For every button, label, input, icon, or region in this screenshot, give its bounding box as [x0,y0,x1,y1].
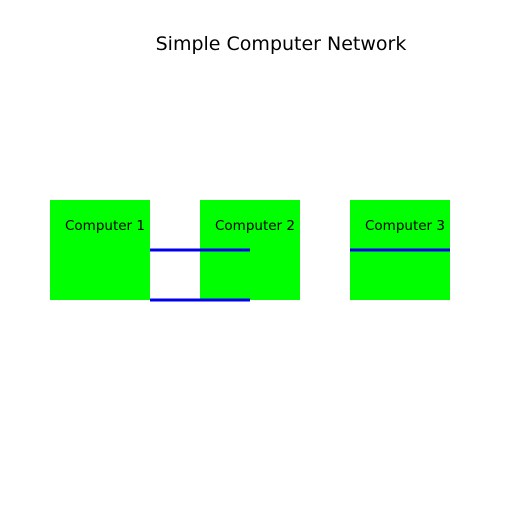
computer-1-box [50,200,150,300]
diagram-title: Simple Computer Network [156,33,407,55]
computer-2-label: Computer 2 [215,218,295,234]
computer-3-label: Computer 3 [365,218,445,234]
computer-1-label: Computer 1 [65,218,145,234]
node-computer-1: Computer 1 [50,200,150,300]
